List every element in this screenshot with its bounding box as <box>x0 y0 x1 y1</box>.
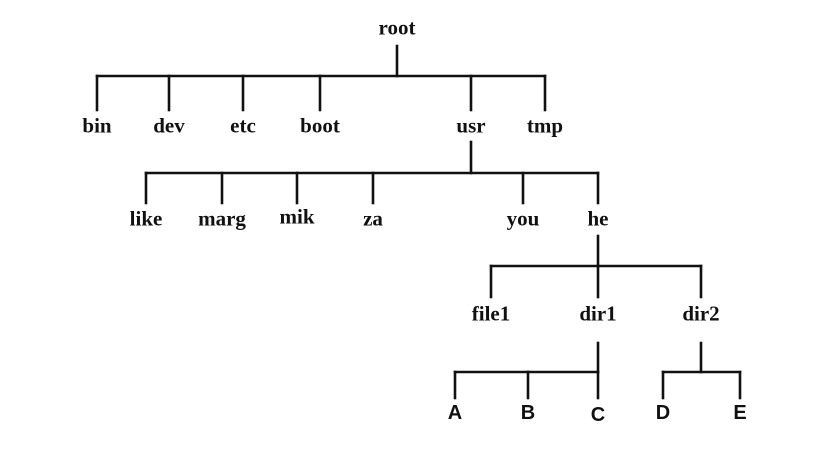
tree-node-dir1: dir1 <box>579 301 617 326</box>
tree-node-dir2: dir2 <box>682 301 720 326</box>
tree-node-mik: mik <box>279 204 315 229</box>
tree-node-boot: boot <box>300 113 340 138</box>
tree-node-bin: bin <box>82 113 112 138</box>
tree-node-you: you <box>506 206 540 231</box>
tree-node-file1: file1 <box>471 301 511 326</box>
tree-node-d: D <box>655 402 671 424</box>
tree-node-a: A <box>447 402 463 424</box>
tree-node-dev: dev <box>153 113 185 138</box>
tree-node-marg: marg <box>198 206 246 231</box>
tree-node-c: C <box>590 404 606 426</box>
tree-node-tmp: tmp <box>526 113 564 138</box>
tree-node-e: E <box>733 402 747 424</box>
tree-node-za: za <box>363 206 383 231</box>
tree-node-etc: etc <box>230 113 256 138</box>
tree-node-he: he <box>587 206 609 231</box>
tree-node-usr: usr <box>456 113 486 138</box>
tree-node-like: like <box>129 206 163 231</box>
tree-node-root: root <box>378 15 416 40</box>
tree-node-b: B <box>520 402 536 424</box>
